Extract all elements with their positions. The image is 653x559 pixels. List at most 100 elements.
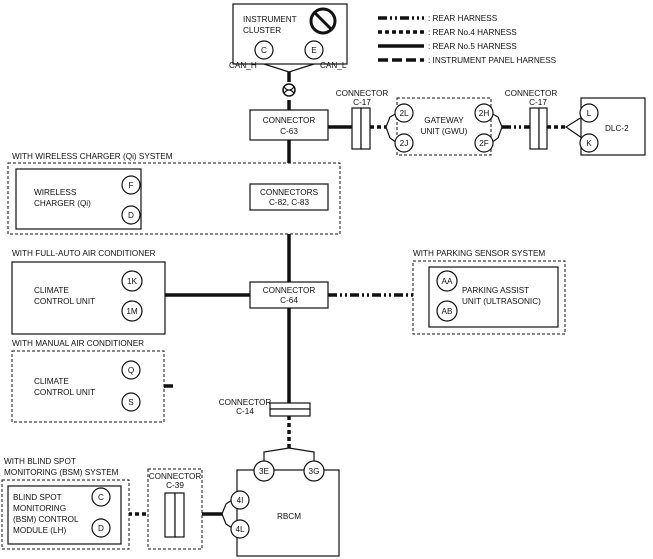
pin-4i bbox=[230, 490, 250, 510]
rbcm-box bbox=[236, 469, 340, 557]
wireless-label-1: WIRELESS bbox=[34, 188, 77, 197]
pin-q-label: Q bbox=[128, 366, 134, 375]
pin-d bbox=[121, 205, 141, 225]
connector-c17-right: CONNECTOR C-17 bbox=[505, 89, 558, 150]
parking-sensor-group: WITH PARKING SENSOR SYSTEM PARKING ASSIS… bbox=[412, 249, 566, 335]
pin-2l bbox=[394, 103, 414, 123]
connector-c39-label-2: C-39 bbox=[166, 481, 184, 490]
pin-c-label: C bbox=[261, 46, 267, 55]
pin-2h-label: 2H bbox=[479, 109, 490, 118]
legend-rear-label: : REAR HARNESS bbox=[428, 14, 498, 23]
rbcm-label: RBCM bbox=[277, 512, 301, 521]
connector-c63-label-1: CONNECTOR bbox=[263, 116, 316, 125]
pin-3e bbox=[253, 460, 275, 482]
legend-no4-label: : REAR No.4 HARNESS bbox=[428, 28, 517, 37]
connector-c17-left: CONNECTOR C-17 bbox=[336, 89, 389, 150]
pin-bsm-d bbox=[91, 518, 111, 538]
connector-c64-box bbox=[249, 281, 329, 309]
twisted-pair-icon bbox=[282, 83, 296, 97]
connector-c39-half-a bbox=[164, 492, 176, 538]
pin-1k bbox=[121, 270, 143, 292]
pin-1k-label: 1K bbox=[127, 277, 138, 286]
auto-ac-group-title: WITH FULL-AUTO AIR CONDITIONER bbox=[12, 249, 156, 258]
bsm-label-3: (BSM) CONTROL bbox=[13, 515, 79, 524]
pin-ab bbox=[436, 300, 458, 322]
connector-c82-label-1: CONNECTORS bbox=[260, 188, 319, 197]
pin-2j bbox=[394, 133, 414, 153]
pin-e bbox=[304, 40, 324, 60]
wireless-charger-group: WITH WIRELESS CHARGER (Qi) SYSTEM WIRELE… bbox=[7, 152, 341, 235]
connector-c17-left-half-a bbox=[351, 107, 362, 150]
pin-f bbox=[121, 175, 141, 195]
connector-c17-right-half-b bbox=[538, 107, 548, 150]
can-l-label: CAN_L bbox=[320, 61, 347, 70]
parking-label-1: PARKING ASSIST bbox=[462, 286, 529, 295]
gateway-right-branch bbox=[490, 112, 503, 144]
connector-c63: CONNECTOR C-63 bbox=[249, 109, 329, 141]
connector-c39-label-1: CONNECTOR bbox=[149, 472, 202, 481]
manual-ac-frame bbox=[11, 350, 165, 423]
rbcm-left-branch bbox=[221, 499, 233, 529]
connector-c63-label-2: C-63 bbox=[280, 127, 298, 136]
pin-d-label: D bbox=[128, 211, 134, 220]
bsm-label-1: BLIND SPOT bbox=[13, 493, 62, 502]
bsm-label-2: MONITORING bbox=[13, 504, 66, 513]
connector-c64: CONNECTOR C-64 bbox=[249, 281, 329, 309]
manual-ac-group-title: WITH MANUAL AIR CONDITIONER bbox=[12, 339, 144, 348]
auto-ac-label-2: CONTROL UNIT bbox=[34, 297, 95, 306]
pin-1m-label: 1M bbox=[126, 307, 138, 316]
connector-c17-left-label-2: C-17 bbox=[353, 98, 371, 107]
pin-4i-label: 4I bbox=[237, 496, 244, 505]
gateway-left-branch bbox=[385, 112, 398, 144]
connector-c14-label-1: CONNECTOR bbox=[219, 398, 272, 407]
full-auto-ac-group: WITH FULL-AUTO AIR CONDITIONER CLIMATE C… bbox=[11, 249, 166, 335]
auto-ac-label-1: CLIMATE bbox=[34, 286, 69, 295]
manual-ac-group: WITH MANUAL AIR CONDITIONER CLIMATE CONT… bbox=[11, 339, 165, 423]
wireless-label-2: CHARGER (Qi) bbox=[34, 199, 91, 208]
parking-group-title: WITH PARKING SENSOR SYSTEM bbox=[413, 249, 545, 258]
instrument-cluster: INSTRUMENT CLUSTER C E CAN_H CAN_L bbox=[229, 3, 348, 70]
connector-c82-label-2: C-82, C-83 bbox=[269, 198, 309, 207]
connector-c14-half-b bbox=[269, 408, 311, 417]
pin-s bbox=[121, 392, 141, 412]
connector-c39-half-b bbox=[174, 492, 185, 538]
connector-c64-label-2: C-64 bbox=[280, 296, 298, 305]
pin-ab-label: AB bbox=[442, 307, 453, 316]
gateway-unit: GATEWAY UNIT (GWU) 2L 2J 2H 2F bbox=[394, 97, 494, 156]
no-entry-icon bbox=[309, 7, 337, 35]
pin-f-label: F bbox=[128, 181, 133, 190]
pin-2j-label: 2J bbox=[400, 139, 409, 148]
parking-label-2: UNIT (ULTRASONIC) bbox=[462, 297, 541, 306]
gateway-label-1: GATEWAY bbox=[424, 116, 464, 125]
pin-1m bbox=[121, 300, 143, 322]
dlc-2: DLC-2 L K bbox=[579, 97, 646, 156]
pin-k bbox=[579, 133, 599, 153]
dlc-label: DLC-2 bbox=[605, 124, 629, 133]
connector-c14-half-a bbox=[269, 402, 311, 410]
pin-3e-label: 3E bbox=[259, 467, 270, 476]
pin-bsm-d-label: D bbox=[98, 524, 104, 533]
pin-2h bbox=[474, 103, 494, 123]
connector-c17-right-label-1: CONNECTOR bbox=[505, 89, 558, 98]
pin-e-label: E bbox=[311, 46, 317, 55]
bsm-group-title-2: MONITORING (BSM) SYSTEM bbox=[4, 468, 119, 477]
connector-c17-right-half-a bbox=[529, 107, 540, 150]
instrument-cluster-label-2: CLUSTER bbox=[243, 26, 281, 35]
connector-c82-box bbox=[249, 183, 329, 211]
legend-ip-label: : INSTRUMENT PANEL HARNESS bbox=[428, 56, 557, 65]
bsm-group: WITH BLIND SPOT MONITORING (BSM) SYSTEM … bbox=[1, 457, 130, 550]
wireless-group-title: WITH WIRELESS CHARGER (Qi) SYSTEM bbox=[12, 152, 173, 161]
pin-l-label: L bbox=[587, 109, 592, 118]
pin-bsm-c-label: C bbox=[98, 493, 104, 502]
instrument-cluster-label-1: INSTRUMENT bbox=[243, 15, 297, 24]
pin-aa bbox=[436, 270, 458, 292]
legend: : REAR HARNESS : REAR No.4 HARNESS : REA… bbox=[378, 14, 557, 65]
pin-2l-label: 2L bbox=[399, 109, 409, 118]
connector-c17-left-label-1: CONNECTOR bbox=[336, 89, 389, 98]
pin-bsm-c bbox=[91, 487, 111, 507]
connector-c14-label-2: C-14 bbox=[236, 407, 254, 416]
connector-c17-left-half-b bbox=[360, 107, 371, 150]
pin-s-label: S bbox=[128, 398, 134, 407]
connector-c14: CONNECTOR C-14 bbox=[219, 398, 311, 417]
